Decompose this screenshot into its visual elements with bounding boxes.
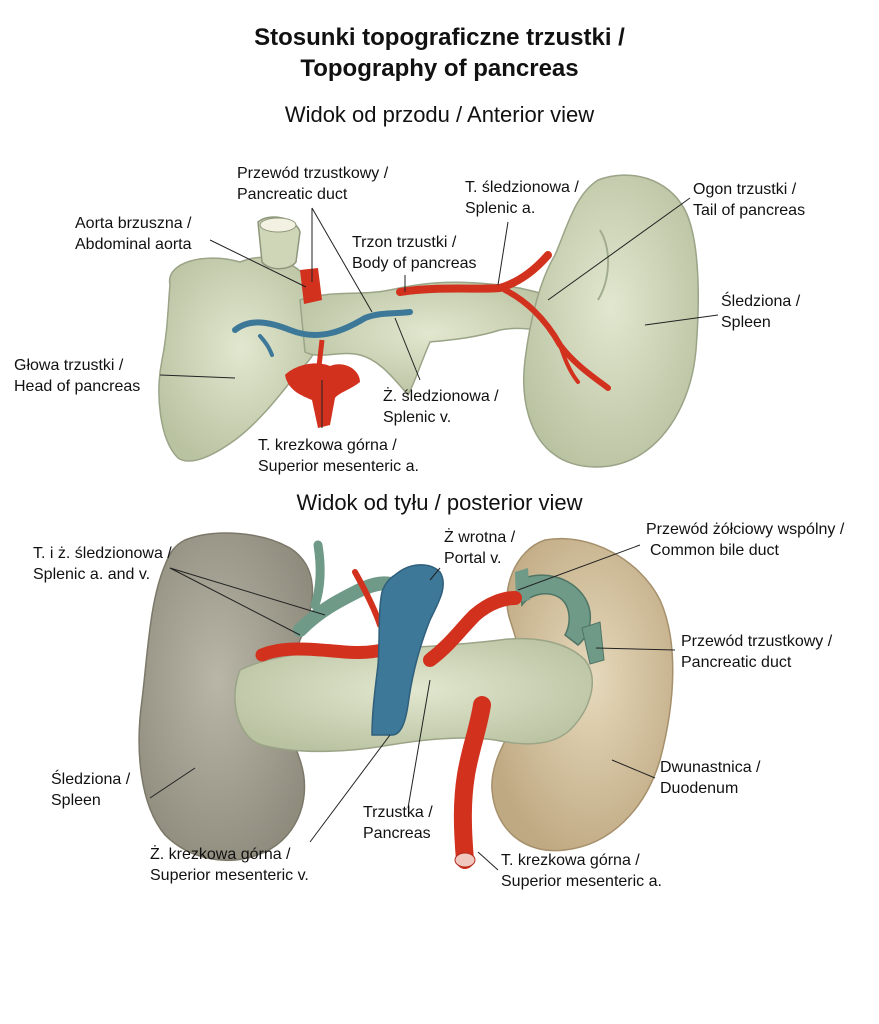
anterior-splenic-vein <box>232 309 413 338</box>
label-text: T. śledzionowa / <box>465 179 579 196</box>
label-text: Superior mesenteric a. <box>501 873 662 890</box>
label-anterior-head: Głowa trzustki / Head of pancreas <box>14 355 140 397</box>
label-text: Spleen <box>721 314 771 331</box>
label-text: Przewód trzustkowy / <box>237 165 389 182</box>
label-text: T. i ż. śledzionowa / <box>33 545 172 562</box>
label-anterior-spleen: Śledziona / Spleen <box>721 291 800 333</box>
label-text: Śledziona / <box>51 771 131 788</box>
anterior-aorta-red <box>300 268 322 304</box>
label-posterior-duodenum: Dwunastnica / Duodenum <box>660 757 761 799</box>
leader-lines <box>149 197 719 871</box>
label-text: Trzon trzustki / <box>352 234 457 251</box>
figure-title: Stosunki topograficzne trzustki / Topogr… <box>0 22 879 84</box>
label-posterior-spleen: Śledziona / Spleen <box>51 769 130 811</box>
posterior-pancreatic-duct <box>581 621 605 665</box>
anterior-spleen <box>523 174 700 468</box>
label-text: Przewód żółciowy wspólny / <box>646 521 845 538</box>
label-text: Duodenum <box>660 780 739 797</box>
posterior-view-heading: Widok od tyłu / posterior view <box>296 490 583 515</box>
anterior-body-of-pancreas <box>299 281 561 397</box>
label-posterior-sma: T. krezkowa górna / Superior mesenteric … <box>501 850 662 892</box>
label-text: Head of pancreas <box>14 378 141 395</box>
label-text: Ż. krezkowa górna / <box>150 846 291 863</box>
posterior-common-bile-duct <box>519 574 592 646</box>
label-anterior-splenic-vein: Ż. śledzionowa / Splenic v. <box>383 386 499 428</box>
label-text: Body of pancreas <box>352 255 477 272</box>
label-anterior-splenic-artery: T. śledzionowa / Splenic a. <box>465 177 579 219</box>
anterior-splenic-artery <box>396 251 552 296</box>
label-text: Splenic a. and v. <box>33 566 151 583</box>
label-text: Splenic a. <box>465 200 536 217</box>
figure-title-line1: Stosunki topograficzne trzustki / <box>254 24 625 51</box>
label-posterior-splenic-av: T. i ż. śledzionowa / Splenic a. and v. <box>33 543 172 585</box>
label-text: T. krezkowa górna / <box>501 852 640 869</box>
label-text: Spleen <box>51 792 101 809</box>
anterior-head-of-pancreas <box>158 256 324 462</box>
anterior-illustration <box>158 174 700 468</box>
label-text: Przewód trzustkowy / <box>681 633 833 650</box>
label-text: T. krezkowa górna / <box>258 437 397 454</box>
label-text: Śledziona / <box>721 293 801 310</box>
label-text: Portal v. <box>444 550 502 567</box>
anterior-view-heading: Widok od przodu / Anterior view <box>284 102 595 127</box>
label-text: Tail of pancreas <box>693 202 806 219</box>
label-text: Aorta brzuszna / <box>75 215 192 232</box>
label-anterior-body: Trzon trzustki / Body of pancreas <box>352 232 477 274</box>
label-text: Superior mesenteric a. <box>258 458 419 475</box>
label-anterior-aorta: Aorta brzuszna / Abdominal aorta <box>75 213 192 255</box>
posterior-illustration <box>138 532 674 869</box>
posterior-spleen <box>138 532 314 862</box>
label-posterior-common-bile-duct: Przewód żółciowy wspólny / Common bile d… <box>646 519 844 561</box>
label-anterior-tail: Ogon trzustki / Tail of pancreas <box>693 179 805 221</box>
label-text: Pancreatic duct <box>237 186 348 203</box>
posterior-sma <box>453 696 491 869</box>
label-text: Ogon trzustki / <box>693 181 797 198</box>
label-posterior-pancreatic-duct: Przewód trzustkowy / Pancreatic duct <box>681 631 832 673</box>
label-text: Głowa trzustki / <box>14 357 124 374</box>
label-text: Superior mesenteric v. <box>150 867 309 884</box>
label-posterior-smv: Ż. krezkowa górna / Superior mesenteric … <box>150 844 309 886</box>
label-posterior-pancreas: Trzustka / Pancreas <box>363 802 433 844</box>
label-text: Pancreas <box>363 825 431 842</box>
label-text: Ż. śledzionowa / <box>383 388 499 405</box>
label-text: Splenic v. <box>383 409 452 426</box>
label-text: Trzustka / <box>363 804 433 821</box>
label-text: Common bile duct <box>650 542 779 559</box>
label-text: Abdominal aorta <box>75 236 192 253</box>
label-anterior-pancreatic-duct: Przewód trzustkowy / Pancreatic duct <box>237 163 388 205</box>
label-posterior-portal-vein: Ż wrotna / Portal v. <box>444 527 515 569</box>
label-anterior-sma: T. krezkowa górna / Superior mesenteric … <box>258 435 419 477</box>
posterior-portal-vein <box>371 564 444 736</box>
label-text: Ż wrotna / <box>444 529 516 546</box>
figure-title-line2: Topography of pancreas <box>300 55 579 82</box>
label-text: Dwunastnica / <box>660 759 761 776</box>
label-text: Pancreatic duct <box>681 654 792 671</box>
